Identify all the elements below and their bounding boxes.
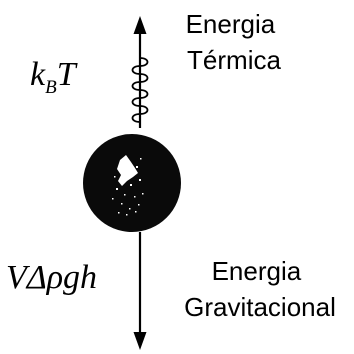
particle-highlight — [112, 155, 144, 216]
thermal-formula-subscript: B — [45, 77, 57, 98]
upward-arrow — [133, 16, 147, 128]
thermal-label: Energia Térmica — [186, 9, 283, 75]
gravitational-label: Energia Gravitacional — [184, 256, 336, 322]
particle-sphere — [83, 134, 181, 232]
downward-arrow-head — [133, 332, 147, 350]
thermal-formula-T: T — [57, 56, 78, 93]
gravitational-label-line1: Energia — [212, 256, 302, 286]
particle-body — [83, 134, 181, 232]
gravitational-label-line2: Gravitacional — [184, 292, 336, 322]
thermal-formula: kBT — [30, 56, 78, 98]
thermal-label-line2: Térmica — [187, 45, 281, 75]
thermal-formula-k: k — [30, 56, 46, 93]
thermal-wave-icon — [131, 57, 149, 123]
upward-arrow-head — [133, 16, 147, 34]
thermal-label-line1: Energia — [186, 9, 276, 39]
gravitational-formula: VΔρgh — [6, 259, 97, 296]
downward-arrow — [133, 232, 147, 350]
